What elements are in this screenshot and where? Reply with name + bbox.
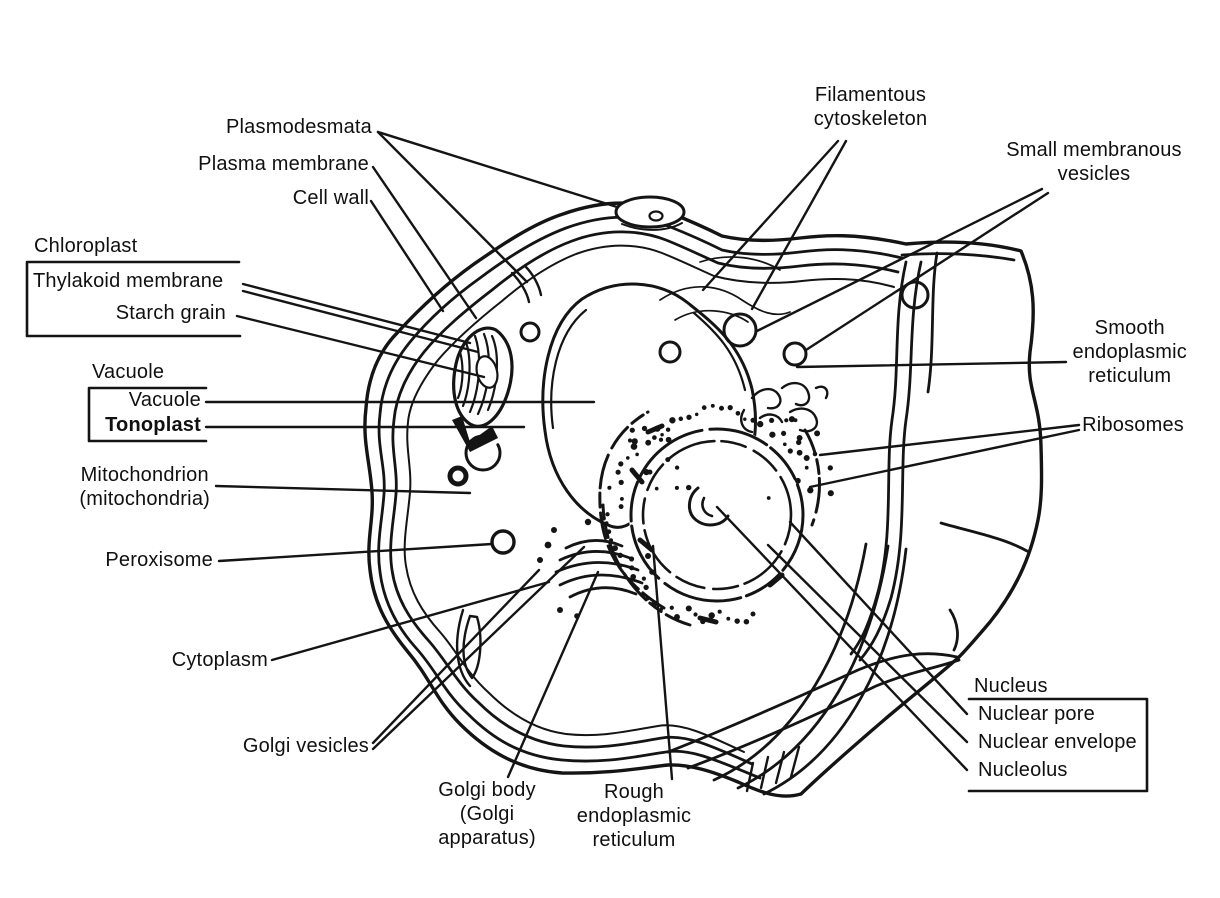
label-boxes — [27, 262, 1147, 791]
label-chloroplast-title: Chloroplast — [34, 235, 138, 257]
label-tonoplast: Tonoplast — [105, 414, 201, 436]
smooth-er-shape — [741, 383, 827, 432]
label-plasma-membrane: Plasma membrane — [198, 153, 369, 175]
nucleus-box — [969, 699, 1147, 791]
label-cell-wall: Cell wall — [292, 187, 369, 209]
plasma-membrane-line — [405, 246, 894, 752]
label-peroxisome: Peroxisome — [105, 549, 213, 571]
chloroplast-box — [27, 262, 240, 336]
label-plasmodesmata: Plasmodesmata — [226, 116, 372, 138]
label-cytoplasm: Cytoplasm — [171, 649, 268, 671]
golgi-vesicles-shape — [537, 515, 655, 619]
vacuole-box — [89, 388, 206, 441]
nucleolus-shape — [689, 488, 728, 525]
label-nucleus-title: Nucleus — [974, 675, 1048, 697]
mitochondrion-shape — [466, 436, 500, 470]
vesicle-circles — [521, 282, 928, 365]
leader-lines — [206, 132, 1079, 779]
label-golgi-body: Golgi body (Golgi apparatus) — [438, 779, 536, 849]
cell-3d-edges — [668, 253, 1027, 794]
small-membranous-vesicle — [724, 314, 756, 346]
label-small-membranous-vesicles: Small membranous vesicles — [1006, 139, 1182, 185]
ribosome-dots — [604, 403, 834, 625]
label-filamentous-cytoskeleton: Filamentous cytoskeleton — [813, 84, 928, 130]
label-smooth-er: Smooth endoplasmic reticulum — [1072, 317, 1187, 387]
label-nuclear-pore: Nuclear pore — [978, 703, 1095, 725]
nucleus-shape — [629, 427, 805, 603]
label-vacuole: Vacuole — [128, 389, 201, 411]
small-membranous-vesicle — [784, 343, 806, 365]
label-golgi-vesicles: Golgi vesicles — [242, 735, 369, 757]
plasmodesmata-shape — [512, 197, 684, 302]
label-nuclear-envelope: Nuclear envelope — [978, 731, 1137, 753]
label-thylakoid-membrane: Thylakoid membrane — [33, 270, 224, 292]
dark-ring-organelle — [450, 468, 466, 484]
label-rough-er: Rough endoplasmic reticulum — [576, 781, 692, 851]
label-starch-grain: Starch grain — [115, 302, 226, 324]
label-mitochondrion: Mitochondrion (mitochondria) — [79, 464, 210, 510]
label-nucleolus: Nucleolus — [978, 759, 1068, 781]
golgi-body-shape — [556, 540, 642, 597]
label-vacuole-title: Vacuole — [92, 361, 165, 383]
cell-wall-outline — [365, 203, 1042, 796]
peroxisome-shape — [492, 531, 514, 553]
label-ribosomes: Ribosomes — [1082, 414, 1184, 436]
cytoskeleton-filaments — [660, 257, 790, 322]
